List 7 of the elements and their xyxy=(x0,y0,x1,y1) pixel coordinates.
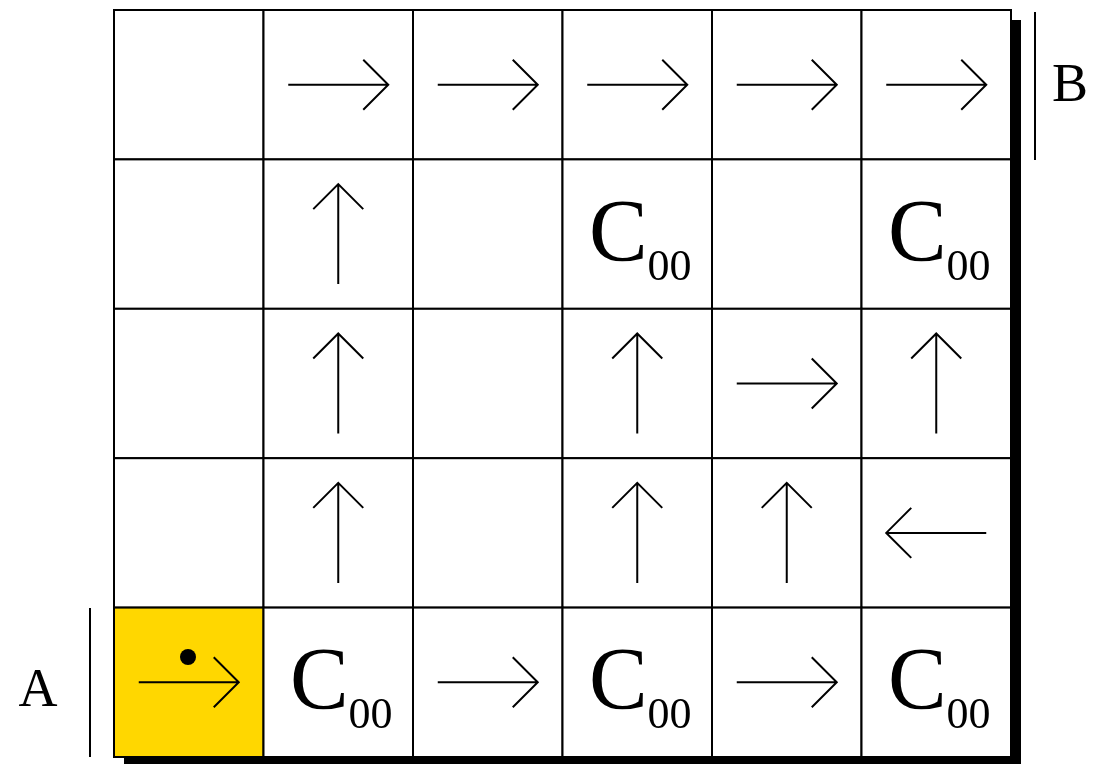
cell-label: C$_{00}$ xyxy=(587,629,693,741)
point-label: A xyxy=(17,656,59,720)
cell-label: C$_{00}$ xyxy=(587,181,693,292)
cell-label: C$_{00}$ xyxy=(886,629,992,741)
cell-label: C$_{00}$ xyxy=(288,629,394,741)
cell-label: C$_{00}$ xyxy=(886,181,992,292)
point-label: B xyxy=(1051,51,1089,115)
